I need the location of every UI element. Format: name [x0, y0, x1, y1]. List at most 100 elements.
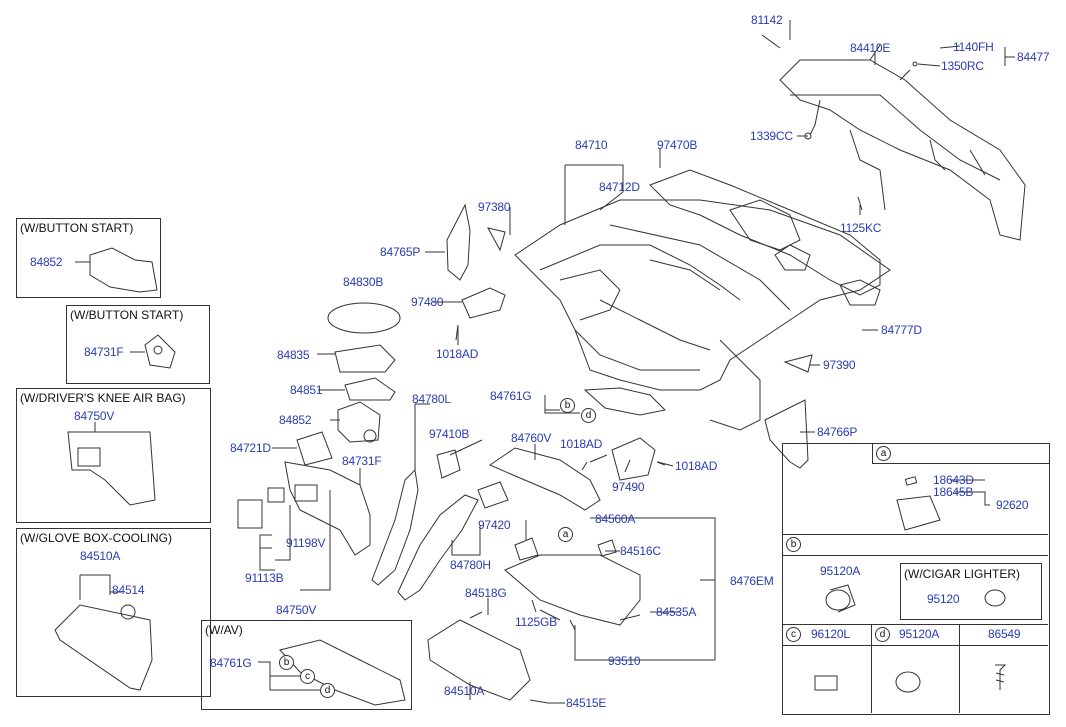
vent-97420 — [477, 481, 509, 509]
ref-table — [782, 443, 1050, 715]
label-1339cc: 1339CC — [750, 129, 793, 143]
label-84477: 84477 — [1017, 50, 1050, 64]
label-1018ad-mid: 1018AD — [560, 437, 603, 451]
label-inset-84731f: 84731F — [84, 345, 124, 359]
label-92620: 92620 — [996, 498, 1029, 512]
panel-84721d — [296, 431, 333, 466]
side-cover-84765p — [446, 203, 471, 281]
label-1018ad-right: 1018AD — [675, 459, 718, 473]
ref-letter-b: b — [786, 537, 801, 552]
label-84410e: 84410E — [850, 41, 891, 55]
glovebox-housing-8476em — [504, 554, 641, 626]
trim-84780h — [397, 494, 479, 601]
crossmember-part — [779, 44, 1026, 241]
vent-97480 — [461, 287, 506, 319]
callout-b-av: b — [279, 655, 294, 670]
ref-part-95120a-b — [825, 589, 851, 611]
ref-part-95120-cigar — [984, 589, 1006, 607]
inset-knee-airbag — [16, 388, 211, 523]
label-18645b: 18645B — [933, 485, 974, 499]
label-84780l: 84780L — [412, 392, 451, 406]
inset-part-84731f — [144, 334, 176, 369]
label-84731f: 84731F — [342, 454, 382, 468]
cluster-hood-84830b — [327, 302, 401, 334]
label-84835: 84835 — [277, 348, 310, 362]
ref-part-95120a-d — [895, 671, 921, 693]
label-1140fh: 1140FH — [953, 40, 994, 54]
label-1018ad-upper: 1018AD — [436, 347, 479, 361]
label-84765p: 84765P — [380, 245, 421, 259]
inset-button-start-1 — [16, 218, 161, 298]
label-86549: 86549 — [988, 627, 1021, 641]
cover-91113b — [237, 499, 263, 529]
label-84851: 84851 — [290, 383, 323, 397]
lower-panel-84750v — [284, 461, 371, 556]
callout-b-main: b — [560, 398, 575, 413]
inset-title-glovebox-cooling: (W/GLOVE BOX-COOLING) — [20, 531, 173, 545]
label-inset-84750v: 84750V — [74, 409, 115, 423]
label-84721d: 84721D — [230, 441, 271, 455]
label-84780h: 84780H — [450, 558, 491, 572]
callout-a-main: a — [558, 527, 573, 542]
label-84852: 84852 — [279, 413, 312, 427]
label-84560a: 84560A — [595, 512, 636, 526]
inset-part-84750v — [67, 431, 156, 506]
ref-row-a — [872, 443, 1049, 464]
cigar-lighter-title: (W/CIGAR LIGHTER) — [904, 567, 1020, 581]
label-95120a-b: 95120A — [820, 564, 861, 578]
label-97490: 97490 — [612, 480, 645, 494]
label-84750v: 84750V — [276, 603, 317, 617]
label-1125gb: 1125GB — [515, 615, 557, 629]
label-84761g-av: 84761G — [210, 656, 252, 670]
label-84518g: 84518G — [465, 586, 507, 600]
trim-84780l — [371, 468, 419, 586]
label-1125kc: 1125KC — [840, 221, 882, 235]
label-97470b: 97470B — [657, 138, 698, 152]
defrost-nozzle-part — [649, 169, 881, 306]
label-84830b: 84830B — [343, 275, 384, 289]
inset-button-start-2 — [66, 305, 210, 384]
label-97410b: 97410B — [429, 427, 470, 441]
label-97390: 97390 — [823, 358, 856, 372]
label-inset-84852: 84852 — [30, 255, 63, 269]
glovebox-84510a — [427, 619, 531, 701]
label-inset-84510a: 84510A — [80, 549, 121, 563]
label-8476em: 8476EM — [730, 574, 774, 588]
label-91113b: 91113B — [245, 571, 284, 585]
label-84712d: 84712D — [599, 180, 640, 194]
label-84510a: 84510A — [444, 684, 485, 698]
label-81142: 81142 — [751, 13, 783, 27]
cigar-lighter-subbox — [900, 563, 1042, 620]
vent-97410b — [436, 449, 461, 479]
vent-97490 — [611, 437, 656, 481]
label-97380: 97380 — [478, 200, 511, 214]
vent-97390 — [783, 354, 813, 373]
inset-part-84510a — [54, 604, 153, 691]
label-84516c: 84516C — [620, 544, 661, 558]
label-96120l: 96120L — [811, 627, 850, 641]
ref-part-92620 — [896, 495, 941, 531]
label-95120a-d: 95120A — [899, 627, 940, 641]
inset-glovebox-cooling — [16, 528, 211, 697]
label-84710: 84710 — [575, 138, 608, 152]
switch-panel-84761g — [583, 387, 667, 416]
label-84535a: 84535A — [656, 605, 697, 619]
cluster-fascia-84835 — [334, 344, 396, 373]
label-84760v: 84760V — [511, 431, 552, 445]
callout-d-av: d — [320, 683, 335, 698]
inset-part-84514 — [120, 604, 136, 620]
label-97420: 97420 — [478, 518, 511, 532]
ref-row-cde-header — [782, 624, 1048, 646]
ref-col-divider-2 — [959, 624, 960, 713]
ref-letter-d: d — [875, 627, 890, 642]
callout-c-av: c — [300, 669, 315, 684]
cover-91198v — [267, 487, 285, 503]
ref-letter-c: c — [786, 627, 801, 642]
label-84766p: 84766P — [817, 425, 858, 439]
ref-part-96120l — [814, 675, 838, 691]
ref-row-b-header — [782, 534, 1048, 556]
label-93510: 93510 — [608, 654, 641, 668]
inset-title-knee-airbag: (W/DRIVER'S KNEE AIR BAG) — [20, 391, 186, 405]
label-84515e: 84515E — [566, 696, 607, 710]
